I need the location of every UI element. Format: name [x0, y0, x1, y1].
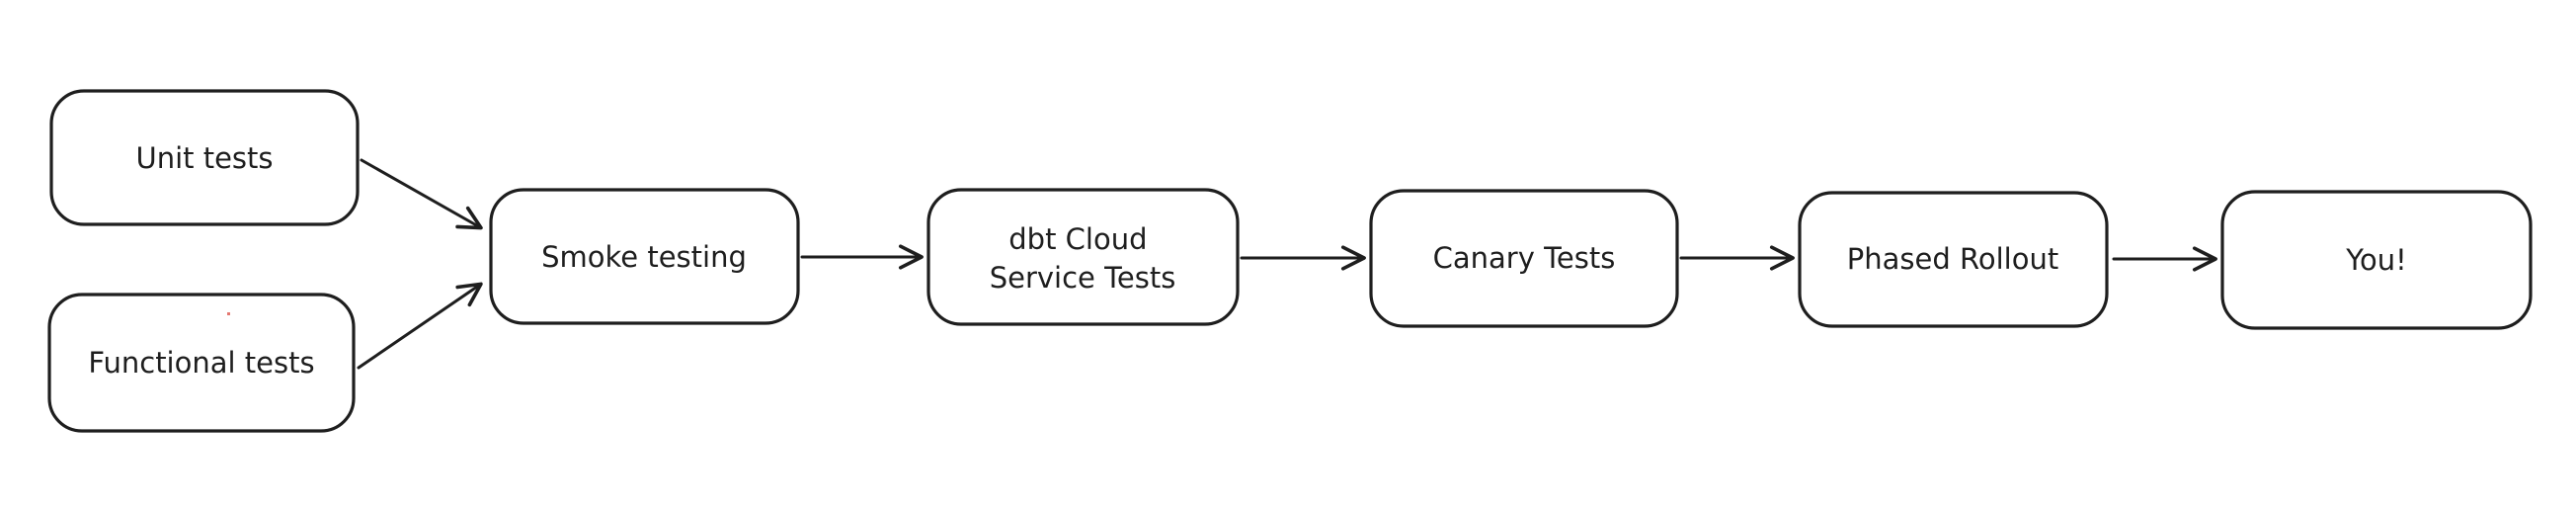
node-dbt-cloud-service-tests-label-line2: Service Tests: [990, 261, 1176, 295]
arrow-unit-tests-to-smoke-testing: [360, 158, 483, 230]
node-dbt-cloud-service-tests: dbt Cloud Service Tests: [926, 188, 1240, 326]
node-canary-tests: Canary Tests: [1369, 189, 1679, 328]
node-phased-rollout: Phased Rollout: [1798, 191, 2109, 328]
node-canary-tests-label: Canary Tests: [1433, 241, 1616, 275]
node-smoke-testing: Smoke testing: [489, 188, 800, 325]
node-unit-tests: Unit tests: [49, 89, 360, 226]
node-you: You!: [2220, 190, 2533, 330]
node-canary-tests-box: [1369, 189, 1679, 328]
node-phased-rollout-label: Phased Rollout: [1847, 242, 2058, 276]
node-dbt-cloud-service-tests-label-line1: dbt Cloud: [1008, 222, 1147, 256]
node-functional-tests-label: Functional tests: [88, 346, 314, 380]
node-phased-rollout-box: [1798, 191, 2109, 328]
node-unit-tests-box: [49, 89, 360, 226]
node-you-label: You!: [2345, 243, 2407, 277]
node-functional-tests: Functional tests: [47, 293, 356, 433]
node-you-box: [2220, 190, 2533, 330]
stray-red-dot: [227, 312, 230, 315]
edges: [357, 158, 2217, 370]
arrow-functional-tests-to-smoke-testing: [357, 282, 483, 370]
node-dbt-cloud-service-tests-box: [926, 188, 1240, 326]
node-smoke-testing-label: Smoke testing: [541, 240, 747, 274]
node-unit-tests-label: Unit tests: [135, 141, 273, 175]
node-functional-tests-box: [47, 293, 356, 433]
node-smoke-testing-box: [489, 188, 800, 325]
node-dbt-cloud-service-tests-label: dbt Cloud Service Tests: [990, 222, 1176, 295]
